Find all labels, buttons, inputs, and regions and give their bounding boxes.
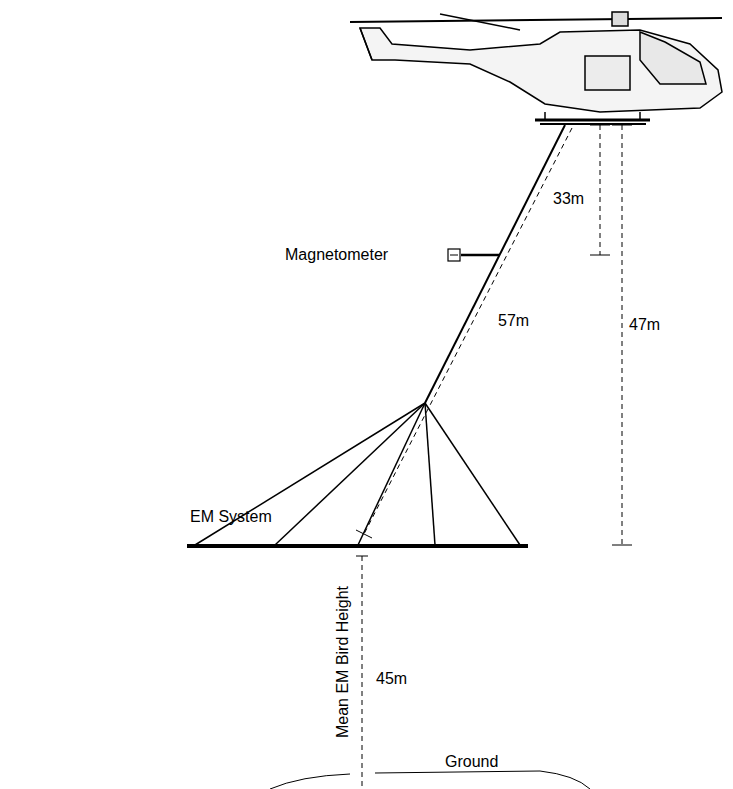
magnetometer-arm (461, 254, 500, 257)
ground-line (270, 771, 590, 789)
part-label: EM System (190, 508, 272, 526)
dimension-ticks (356, 125, 632, 556)
dimension-label: 47m (629, 316, 660, 334)
part-label: Magnetometer (285, 246, 388, 264)
dimension-label: 57m (498, 312, 529, 330)
axis-label: Mean EM Bird Height (334, 586, 352, 738)
tow-cable (425, 125, 565, 403)
helicopter (350, 12, 722, 124)
em-bird (187, 403, 528, 546)
dimension-label: 45m (376, 670, 407, 688)
part-label: Ground (445, 753, 498, 771)
dimension-label: 33m (553, 190, 584, 208)
dimension-lines (362, 125, 622, 789)
magnetometer-symbol (448, 249, 460, 261)
